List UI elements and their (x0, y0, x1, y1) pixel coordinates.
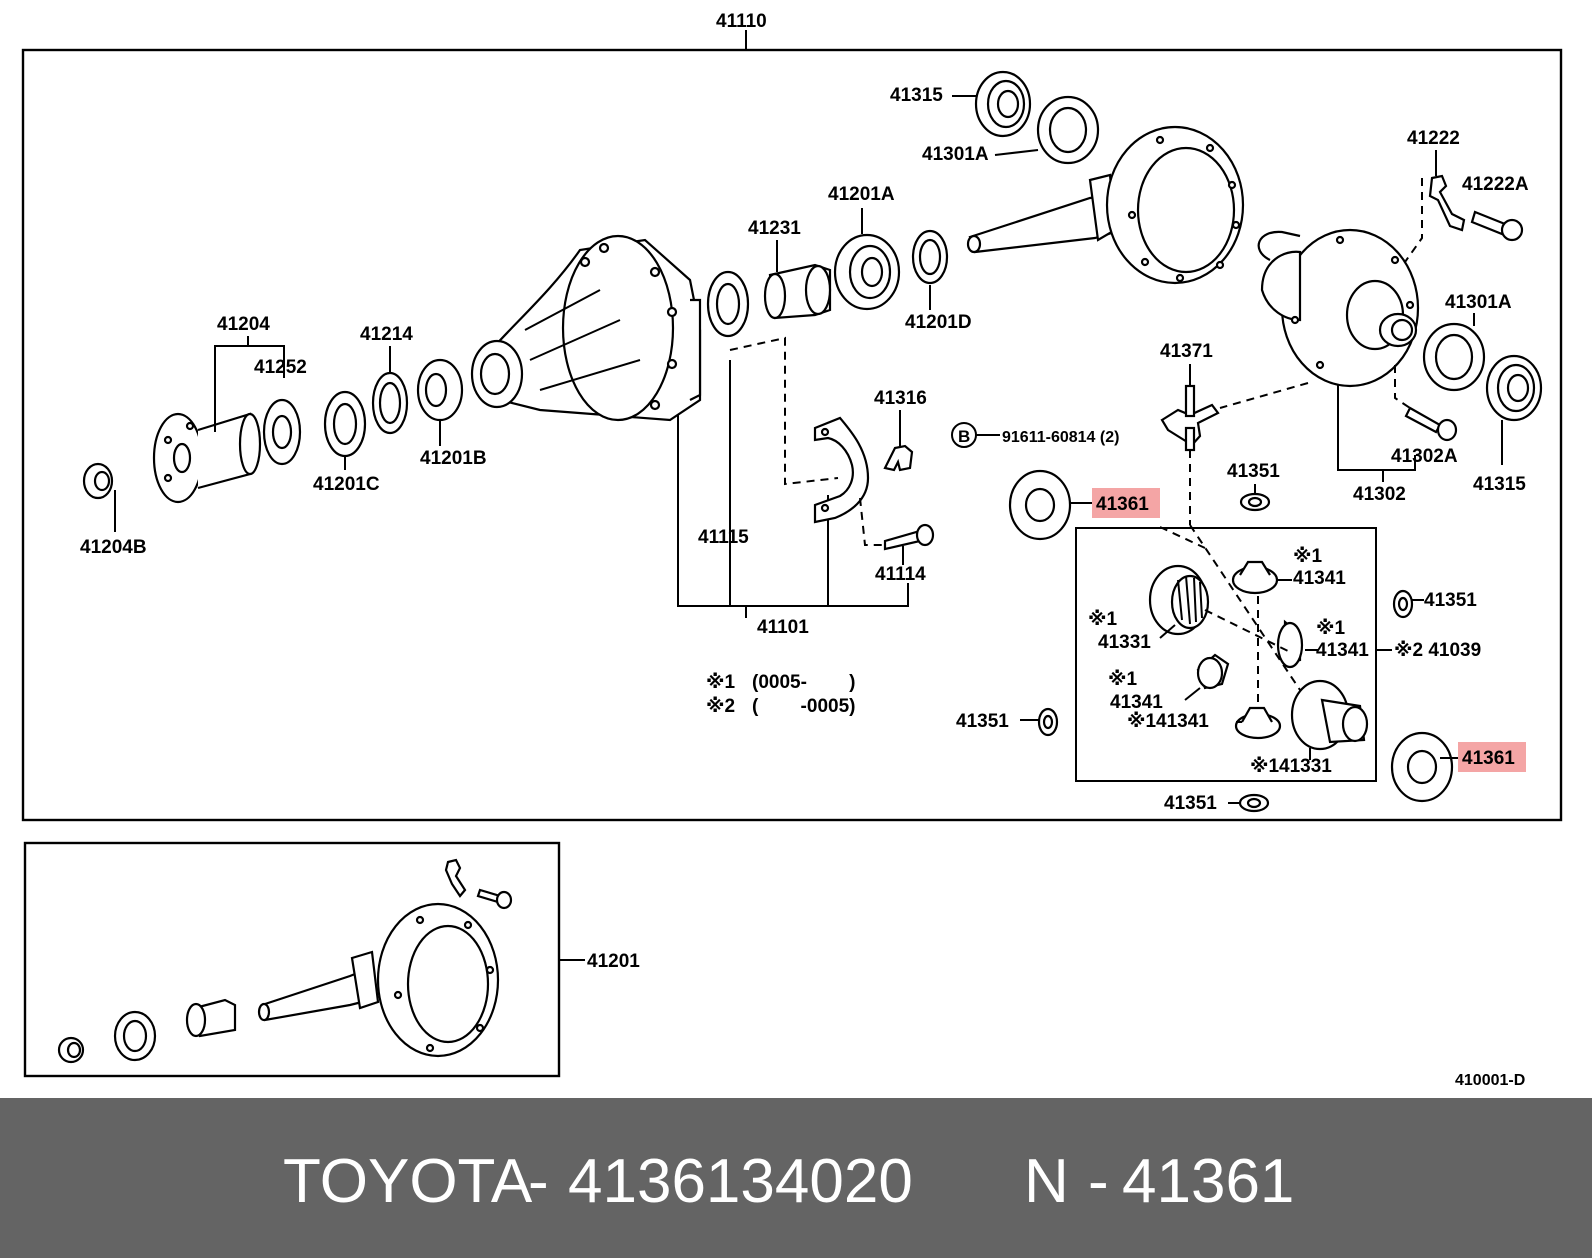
label-41039: ※2 41039 (1394, 640, 1481, 661)
note-1-range: (0005- ) (752, 672, 855, 693)
label-41331-left-mark: ※1 (1088, 609, 1117, 630)
side-bearing-race-right (1422, 313, 1486, 392)
companion-flange (152, 336, 285, 504)
deflector (262, 398, 302, 466)
label-41351-bottom: 41351 (1164, 793, 1217, 814)
differential-internals (1148, 524, 1369, 760)
footer-ref-prefix: N (1024, 1147, 1069, 1216)
side-bearing-top (952, 70, 1032, 138)
cap-bolt (883, 523, 935, 565)
washer-d (911, 229, 949, 310)
label-41331-bottom: ※141331 (1250, 756, 1332, 777)
spacer (763, 240, 832, 320)
bearing-cap (813, 416, 870, 524)
label-41351-top: 41351 (1227, 461, 1280, 482)
differential-case (1257, 228, 1420, 482)
label-41214: 41214 (360, 324, 413, 345)
label-41201d: 41201D (905, 312, 972, 333)
carrier-bracket (677, 415, 909, 607)
oil-seal (371, 346, 409, 435)
label-41204b: 41204B (80, 537, 147, 558)
lock-plate-dash (1404, 178, 1423, 263)
footer-bar (0, 1098, 1592, 1258)
thrust-washer-top (1239, 484, 1271, 512)
side-bearing-race-top (994, 95, 1100, 165)
label-41361-lower: 41361 (1462, 748, 1515, 769)
label-91611: 91611-60814 (2) (1002, 429, 1119, 446)
thrust-washer-bottom (1228, 793, 1270, 813)
rear-bearing-b (416, 358, 464, 446)
side-gear-thrust-washer-upper (1008, 469, 1092, 541)
thrust-washer-left (1020, 707, 1059, 737)
footer-part-number: 4136134020 (568, 1147, 913, 1216)
label-41115: 41115 (698, 527, 749, 548)
label-41331-left: 41331 (1098, 632, 1151, 653)
drive-pinion-ring-gear (966, 125, 1245, 285)
label-41341-top: 41341 (1293, 568, 1346, 589)
thrust-washer-right (1392, 589, 1424, 619)
label-41114: 41114 (875, 564, 926, 585)
label-41222a: 41222A (1462, 174, 1529, 195)
case-bolt-dash (1394, 365, 1411, 409)
carrier-bearing (706, 270, 750, 338)
highlight-41361-lower (1458, 742, 1526, 772)
label-41315-right: 41315 (1473, 474, 1526, 495)
label-b: B (958, 427, 970, 446)
main-frame (21, 48, 1563, 822)
flange-nut (82, 462, 116, 532)
differential-carrier (470, 234, 702, 422)
label-41101: 41101 (757, 617, 809, 638)
footer-caption: TOYOTA - 4136134020 N - 41361 (0, 1146, 1592, 1218)
pinion-shaft (1160, 364, 1220, 452)
label-41110: 41110 (716, 11, 767, 32)
footer-brand: TOYOTA (283, 1147, 533, 1216)
differential-box (1075, 527, 1377, 782)
label-41316: 41316 (874, 388, 927, 409)
case-dash (1219, 382, 1309, 409)
label-41201: 41201 (587, 951, 640, 972)
front-bearing (833, 208, 901, 311)
highlight-41361-upper (1092, 488, 1160, 518)
label-41302a: 41302A (1391, 446, 1458, 467)
footer-separator-1: - (528, 1147, 549, 1216)
label-41301a-top: 41301A (922, 144, 989, 165)
label-41204: 41204 (217, 314, 270, 335)
label-41341-top-mark: ※1 (1293, 546, 1322, 567)
label-41201b: 41201B (420, 448, 487, 469)
label-41341-left-mark: ※1 (1108, 669, 1137, 690)
parts-diagram: 41110 41204 41252 41214 41201C 41201B 41… (21, 11, 1563, 1089)
rear-bearing-c (323, 390, 367, 470)
lock-plate (1428, 150, 1466, 232)
lock-bolt (1470, 210, 1524, 242)
label-41301a-right: 41301A (1445, 292, 1512, 313)
label-41371: 41371 (1160, 341, 1213, 362)
label-41341-right: 41341 (1316, 640, 1369, 661)
case-bolt (1404, 406, 1458, 442)
label-41201c: 41201C (313, 474, 380, 495)
label-41252: 41252 (254, 357, 307, 378)
cap-dash (729, 336, 839, 486)
label-41222: 41222 (1407, 128, 1460, 149)
label-41351-left: 41351 (956, 711, 1009, 732)
diagram-code: 410001-D (1455, 1072, 1525, 1089)
note-2-mark: ※2 (706, 696, 735, 717)
label-41361-upper: 41361 (1096, 494, 1149, 515)
note-1-mark: ※1 (706, 672, 735, 693)
side-gear-thrust-washer-lower (1390, 731, 1458, 803)
label-41341-right-mark: ※1 (1316, 618, 1345, 639)
label-41201a: 41201A (828, 184, 895, 205)
label-41315-top: 41315 (890, 85, 943, 106)
footer-separator-2: - (1088, 1147, 1109, 1216)
cap-lock (883, 410, 914, 472)
bolt-dash (859, 497, 885, 546)
label-41341-left: 41341 (1110, 692, 1163, 713)
ring-pinion-kit-parts (57, 858, 513, 1064)
label-41351-right: 41351 (1424, 590, 1477, 611)
label-41231: 41231 (748, 218, 801, 239)
note-2-range: ( -0005) (752, 696, 855, 717)
footer-ref-number: 41361 (1122, 1147, 1295, 1216)
side-bearing-right (1485, 354, 1543, 465)
label-41341-bottom: ※141341 (1127, 711, 1209, 732)
label-41302: 41302 (1353, 484, 1406, 505)
